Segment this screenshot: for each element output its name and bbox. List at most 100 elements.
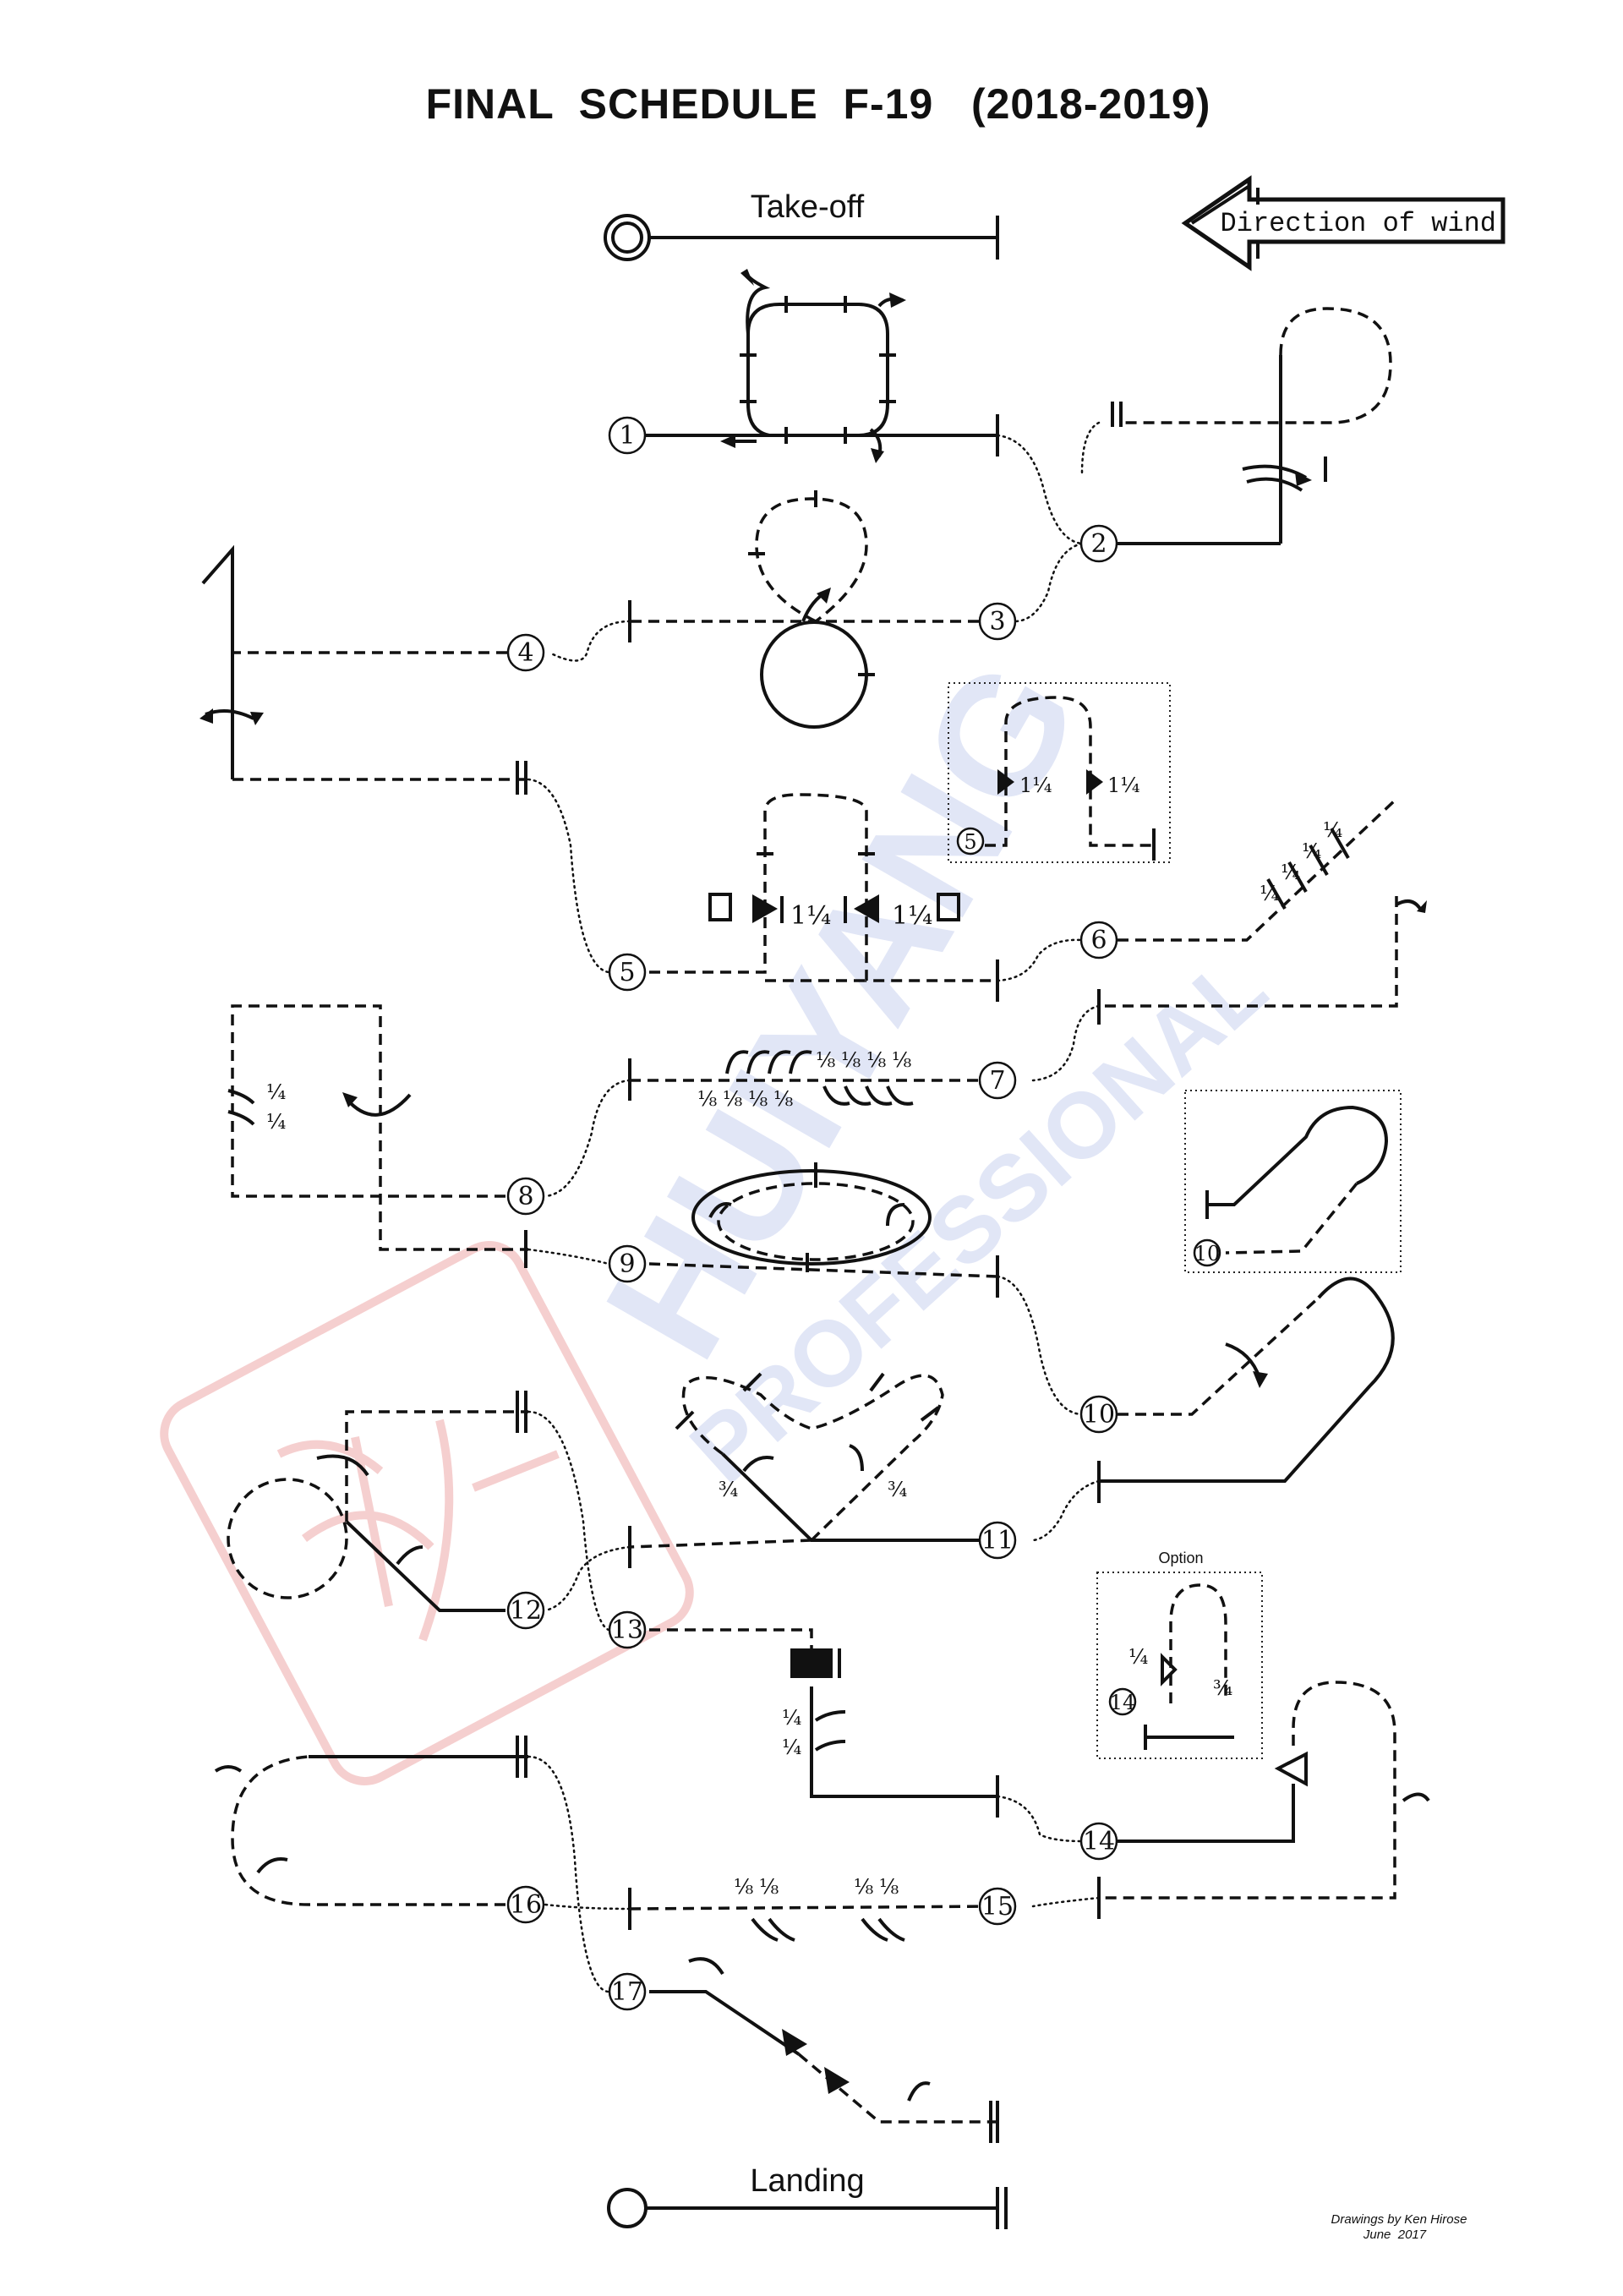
connector-7-8 [544,1079,631,1198]
manoeuvre-number-8: 8 [506,1177,545,1216]
fraction-label: ⅛ [759,1875,779,1899]
fraction-label: ⅛ [879,1875,899,1899]
number-circle [608,1972,647,2011]
fraction-label: ⅛ [697,1087,717,1111]
fraction-label: ¼ [1128,1645,1148,1669]
manoeuvre-13: ¼ ¼ [649,1628,999,1818]
credit-date: June 2017 [1363,2228,1427,2242]
manoeuvre-number-1: 1 [608,416,647,455]
manoeuvre-number-5: 5 [608,953,647,992]
manoeuvre-number-17: 17 [608,1972,647,2011]
fraction-label: ⅛ [854,1875,873,1899]
takeoff-line: Take-off [604,189,999,261]
connector-6-7 [1031,1004,1101,1082]
number-label: 9 [619,1249,635,1279]
fraction-label: ⅛ [841,1048,861,1072]
manoeuvre-number-6: 6 [1079,921,1118,959]
number-circle [1079,921,1118,959]
fraction-label: ¼ [266,1080,286,1104]
schedule-title: FINAL SCHEDULE F-19 (2018-2019) [426,80,1211,128]
number-circle [978,1061,1017,1100]
number-label: 13 [611,1615,643,1645]
number-label: 2 [1090,529,1107,559]
number-circle [1079,1395,1118,1434]
manoeuvre-3 [628,490,979,729]
number-label: 12 [510,1596,542,1626]
wind-direction-arrow: Direction of wind [1181,175,1506,271]
number-label: 16 [510,1890,542,1920]
manoeuvre-15: ⅛ ⅛ ⅛ ⅛ [628,1875,997,1942]
manoeuvre-number-3: 3 [978,602,1017,641]
number-label: 5 [619,958,635,987]
manoeuvre-number-15: 15 [978,1887,1017,1926]
landing-line: Landing [607,2163,1008,2229]
fraction-label: ⅛ [892,1048,911,1072]
manoeuvre-8: ¼ ¼ [227,1004,528,1268]
number-circle [506,1885,545,1924]
manoeuvre-number-14: 14 [1079,1822,1118,1861]
number-circle [506,1177,545,1216]
number-circle [1079,524,1118,563]
connector-5-6 [996,938,1084,982]
inset-number: 5 [964,830,976,854]
connector-15-16 [544,1903,631,1911]
manoeuvre-number-10: 10 [1079,1395,1118,1434]
fraction-label: ¼ [266,1110,286,1134]
manoeuvre-4 [199,544,528,795]
fraction-label: ⅛ [773,1087,793,1111]
manoeuvre-2 [1080,307,1392,545]
connector-14-15 [1031,1896,1101,1908]
connector-3-4 [548,620,631,662]
manoeuvre-14 [1097,1681,1430,1919]
connector-13-14 [996,1795,1084,1843]
manoeuvre-number-12: 12 [506,1591,545,1630]
manoeuvre-9 [648,1162,999,1298]
fraction-label: ⅛ [723,1087,742,1111]
fraction-label: 1¼ [1019,774,1052,797]
fraction-label: ¼ [782,1736,801,1759]
number-circle [608,953,647,992]
number-label: 10 [1083,1400,1115,1430]
watermark-seal [160,1241,694,1785]
number-circle [978,1887,1017,1926]
fraction-label: ⅛ [816,1048,835,1072]
inset-number: 10 [1194,1242,1221,1266]
connector-16-17 [527,1755,610,1993]
manoeuvre-10-inset: 10 [1184,1090,1402,1273]
manoeuvre-number-16: 16 [506,1885,545,1924]
credit-line: Drawings by Ken Hirose [1331,2212,1467,2227]
takeoff-label: Take-off [751,189,865,225]
fraction-label: ¼ [1302,839,1321,863]
number-circle [978,1521,1017,1560]
number-label: 11 [981,1526,1014,1555]
fraction-label: ¼ [1323,818,1342,842]
connector-10-11 [1031,1479,1101,1542]
number-label: 7 [989,1066,1005,1096]
manoeuvre-number-2: 2 [1079,524,1118,563]
connector-12-13 [527,1410,610,1632]
number-label: 4 [517,638,533,668]
number-circle [978,602,1017,641]
fraction-label: ⅛ [866,1048,886,1072]
fraction-label: ⅛ [734,1875,753,1899]
number-circle [506,633,545,672]
number-label: 1 [619,421,635,451]
connector-4-5 [527,778,610,974]
manoeuvre-6: ¼ ¼ ¼ ¼ [1097,797,1427,1025]
manoeuvre-1 [626,269,999,463]
manoeuvre-number-11: 11 [978,1521,1017,1560]
connector-2-3 [1013,542,1084,623]
fraction-label: ¾ [719,1478,738,1501]
number-label: 3 [989,607,1005,637]
manoeuvre-number-4: 4 [506,633,545,672]
landing-label: Landing [750,2163,864,2199]
manoeuvre-number-9: 9 [608,1244,647,1283]
fraction-label: ¾ [888,1478,907,1501]
connector-8-9 [527,1248,610,1266]
number-circle [1079,1822,1118,1861]
number-label: 15 [981,1892,1014,1922]
connector-9-10 [996,1275,1084,1416]
manoeuvre-number-13: 13 [608,1610,647,1649]
watermark: HUIYANG PROFESSIONAL [160,631,1286,1785]
